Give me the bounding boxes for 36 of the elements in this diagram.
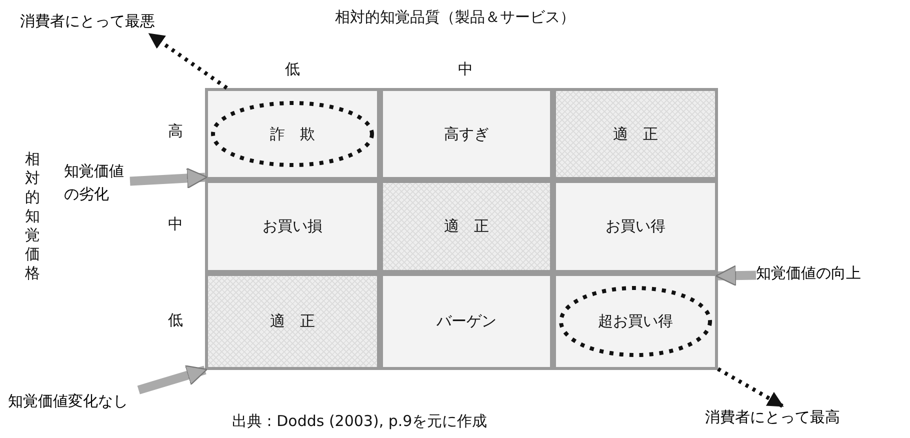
axis-title: 相対的知覚品質（製品＆サービス） bbox=[335, 8, 575, 27]
row-header: 低 bbox=[168, 311, 183, 330]
cell-label: 適 正 bbox=[444, 217, 489, 236]
dotted-arrow bbox=[717, 367, 784, 408]
axis-title: 相対的知覚価格 bbox=[25, 150, 41, 283]
row-header: 高 bbox=[168, 122, 183, 141]
matrix-cell bbox=[380, 180, 553, 273]
annotation-text: 消費者にとって最高 bbox=[705, 407, 841, 428]
cell-label: バーゲン bbox=[436, 312, 496, 331]
annotation-text: 知覚価値の向上 bbox=[756, 263, 862, 284]
caption: 出典 : Dodds (2003), p.9を元に作成 bbox=[232, 412, 488, 431]
column-header: 低 bbox=[285, 60, 300, 79]
cell-label: 適 正 bbox=[613, 124, 658, 144]
cell-label: 高すぎ bbox=[444, 124, 489, 144]
matrix-cell bbox=[553, 273, 718, 370]
cell-label: お買い得 bbox=[606, 217, 666, 236]
matrix-cell bbox=[380, 88, 553, 180]
matrix-cell bbox=[553, 180, 718, 273]
matrix-cell bbox=[205, 273, 380, 370]
row-header: 中 bbox=[168, 215, 183, 234]
matrix-cell bbox=[553, 88, 718, 180]
matrix-cell bbox=[205, 180, 380, 273]
matrix-cell bbox=[205, 88, 380, 180]
cell-label: 適 正 bbox=[270, 312, 315, 331]
cell-label: 超お買い得 bbox=[598, 312, 673, 331]
annotation-text: 知覚価値の劣化 bbox=[64, 161, 125, 205]
matrix-cell bbox=[380, 273, 553, 370]
block-arrow bbox=[715, 265, 756, 286]
cell-label: お買い損 bbox=[262, 217, 322, 236]
column-header: 中 bbox=[458, 60, 473, 79]
block-arrow bbox=[130, 168, 208, 189]
cell-label: 詐 欺 bbox=[270, 124, 315, 144]
block-arrow bbox=[137, 365, 208, 394]
dotted-arrow bbox=[148, 32, 228, 90]
annotation-text: 知覚価値変化なし bbox=[8, 391, 129, 412]
annotation-text: 消費者にとって最悪 bbox=[20, 11, 156, 32]
